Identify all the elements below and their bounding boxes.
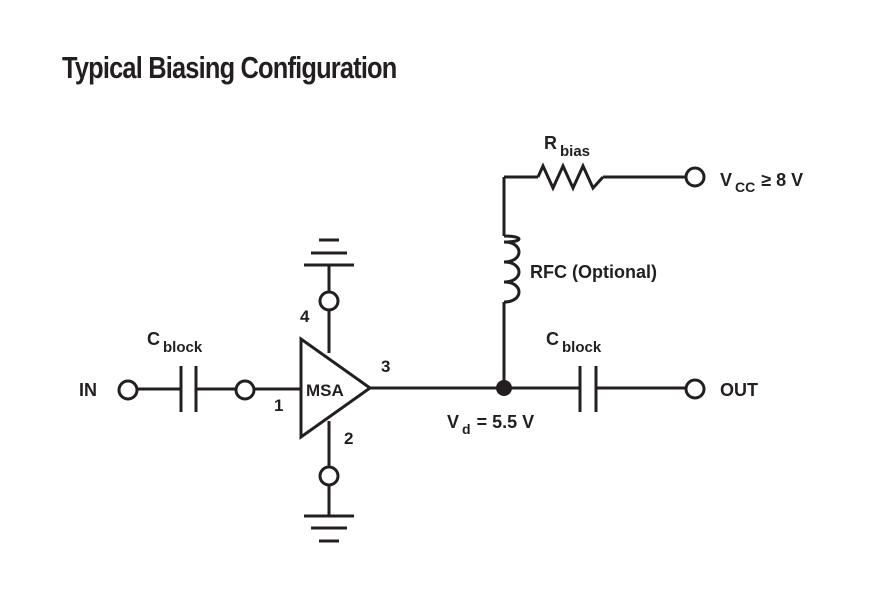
out-terminal [684,378,706,400]
in-label: IN [79,380,97,400]
pin1-terminal [234,379,256,401]
pin2-terminal [318,465,340,487]
output-capacitor [578,366,598,412]
page-title: Typical Biasing Configuration [62,50,397,85]
rbias-resistor [536,162,605,192]
top-ground-icon [304,238,354,267]
in-terminal [117,379,139,401]
pin4-label: 4 [300,307,310,326]
msa-amplifier-triangle [299,336,373,440]
input-capacitor [179,366,198,412]
amplifier-label: MSA [306,381,344,400]
vcc-terminal [684,166,706,188]
pin4-terminal [318,290,340,312]
pin1-label: 1 [274,396,283,415]
bottom-ground-icon [304,514,354,543]
pin2-label: 2 [344,429,353,448]
rfc-label: RFC (Optional) [530,262,657,282]
out-label: OUT [720,380,758,400]
rfc-inductor [503,234,521,304]
pin3-label: 3 [381,357,390,376]
